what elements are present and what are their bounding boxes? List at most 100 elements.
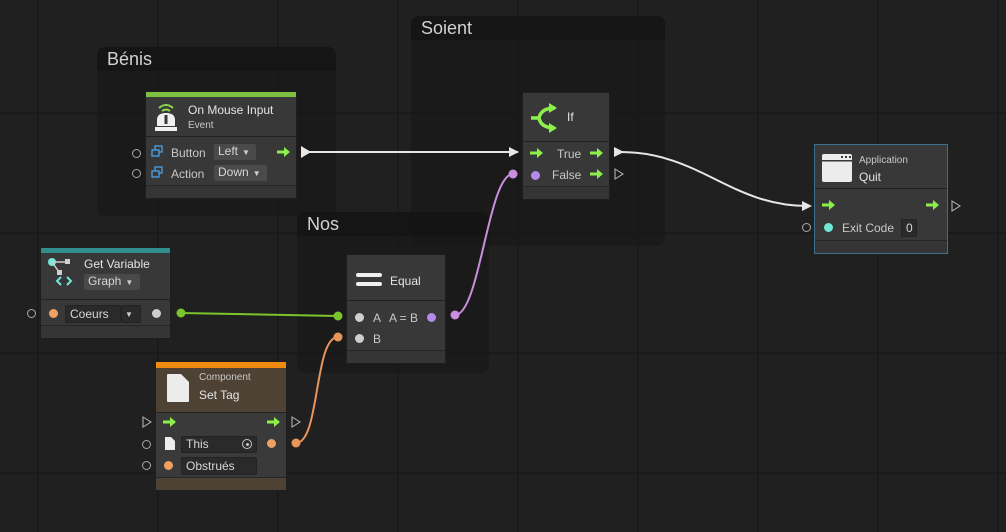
target-object-field[interactable]: This [181, 436, 257, 453]
node-header: Application Quit [815, 145, 947, 189]
object-picker-icon[interactable] [242, 439, 252, 449]
wire-end-dot [333, 332, 343, 342]
node-subtitle: Application [859, 155, 908, 166]
wire-end-dot [291, 438, 301, 448]
chevron-down-icon: ▼ [125, 278, 134, 287]
flow-arrow-icon [590, 148, 603, 158]
node-header: If [523, 93, 609, 142]
flow-arrow-out [614, 147, 624, 157]
target-output-port[interactable] [267, 439, 276, 448]
variable-kind-dropdown[interactable]: Graph▼ [84, 274, 140, 290]
variable-name-input-port[interactable] [27, 309, 36, 318]
bool-wire-equal-to-if [454, 173, 514, 316]
node-footer [146, 185, 296, 198]
a-input-label: A [373, 311, 382, 325]
exit-code-input-port[interactable] [802, 223, 811, 232]
branch-icon [531, 103, 557, 133]
object-wire-variable-to-equal [180, 312, 339, 317]
flow-arrow-icon [926, 200, 939, 210]
flow-arrow-in [802, 201, 812, 211]
button-label: Button [171, 146, 206, 160]
node-title: Set Tag [199, 388, 240, 402]
node-footer [156, 477, 286, 490]
group-soient[interactable]: Soient [411, 16, 665, 246]
node-set-tag[interactable]: Component Set Tag This Obstrués [142, 361, 287, 491]
target-object-value: This [186, 437, 209, 451]
action-label: Action [171, 167, 205, 181]
chevron-down-icon: ▼ [252, 169, 261, 178]
group-title[interactable]: Nos [297, 212, 489, 236]
group-title[interactable]: Soient [411, 16, 665, 40]
node-title: If [567, 110, 574, 124]
wire-end-dot [508, 169, 518, 179]
node-title: Get Variable [84, 257, 150, 271]
flow-out-port[interactable] [614, 168, 624, 180]
node-accent-bar [146, 92, 296, 97]
a-input-port[interactable] [355, 313, 364, 322]
equal-icon [356, 273, 382, 286]
node-footer [523, 186, 609, 199]
exit-code-label: Exit Code [842, 221, 895, 235]
variable-name-dropdown[interactable]: ▼ [121, 305, 141, 323]
condition-input-port[interactable] [531, 171, 540, 180]
b-input-label: B [373, 332, 382, 346]
button-dropdown[interactable]: Left▼ [214, 144, 256, 160]
equal-output-label: A = B [389, 311, 419, 325]
node-footer [41, 325, 170, 338]
tag-input[interactable]: Obstrués [181, 457, 257, 475]
node-footer [347, 350, 445, 363]
b-input-port[interactable] [355, 334, 364, 343]
node-application-quit[interactable]: Application Quit Exit Code 0 [802, 144, 948, 254]
flow-arrow-out [301, 146, 311, 158]
group-title[interactable]: Bénis [97, 47, 336, 71]
node-title: Quit [859, 170, 882, 184]
target-input-port[interactable] [142, 440, 151, 449]
node-on-mouse-input[interactable]: On Mouse Input Event Button Left▼ Action… [132, 91, 297, 199]
action-input-port[interactable] [132, 169, 141, 178]
flow-arrow-icon [590, 169, 603, 179]
variable-kind-value: Graph [88, 274, 122, 288]
flow-out-port[interactable] [291, 416, 301, 428]
string-port-icon [164, 461, 173, 470]
flow-arrow-icon [530, 148, 543, 158]
mouse-icon [155, 104, 177, 131]
int-port-icon [824, 223, 833, 232]
variable-name-input[interactable]: Coeurs [65, 305, 121, 323]
variable-icon [48, 258, 73, 286]
flow-arrow-in [509, 147, 519, 157]
node-header: On Mouse Input Event [146, 97, 296, 137]
wire-end-dot [333, 311, 343, 321]
enum-icon [151, 166, 163, 178]
action-value: Down [218, 165, 249, 179]
action-dropdown[interactable]: Down▼ [214, 165, 267, 181]
flow-out-port[interactable] [951, 200, 961, 212]
button-value: Left [218, 144, 239, 158]
chevron-down-icon: ▼ [125, 310, 133, 319]
document-icon [167, 374, 189, 402]
node-subtitle: Event [188, 120, 214, 131]
node-accent-bar [156, 362, 286, 368]
node-subtitle: Component [199, 372, 251, 383]
string-wire-settag-to-equal [295, 336, 339, 444]
node-if[interactable]: If True False [522, 92, 610, 200]
node-header: Equal [347, 255, 445, 301]
node-header: Get Variable Graph▼ [41, 253, 170, 300]
node-equal[interactable]: Equal A A = B B [346, 254, 446, 364]
node-title: Equal [390, 274, 421, 288]
value-output-port[interactable] [152, 309, 161, 318]
control-wire-if-to-quit [619, 151, 809, 207]
button-input-port[interactable] [132, 149, 141, 158]
enum-icon [151, 145, 163, 157]
flow-in-port[interactable] [142, 416, 152, 428]
flow-arrow-icon [163, 417, 176, 427]
node-get-variable[interactable]: Get Variable Graph▼ Coeurs ▼ [27, 247, 171, 339]
exit-code-input[interactable]: 0 [901, 219, 917, 237]
wire-end-dot [176, 308, 186, 318]
equal-output-port[interactable] [427, 313, 436, 322]
node-header: Component Set Tag [156, 368, 286, 413]
chevron-down-icon: ▼ [242, 148, 250, 157]
tag-input-port[interactable] [142, 461, 151, 470]
node-accent-bar [41, 248, 170, 253]
node-title: On Mouse Input [188, 103, 274, 117]
